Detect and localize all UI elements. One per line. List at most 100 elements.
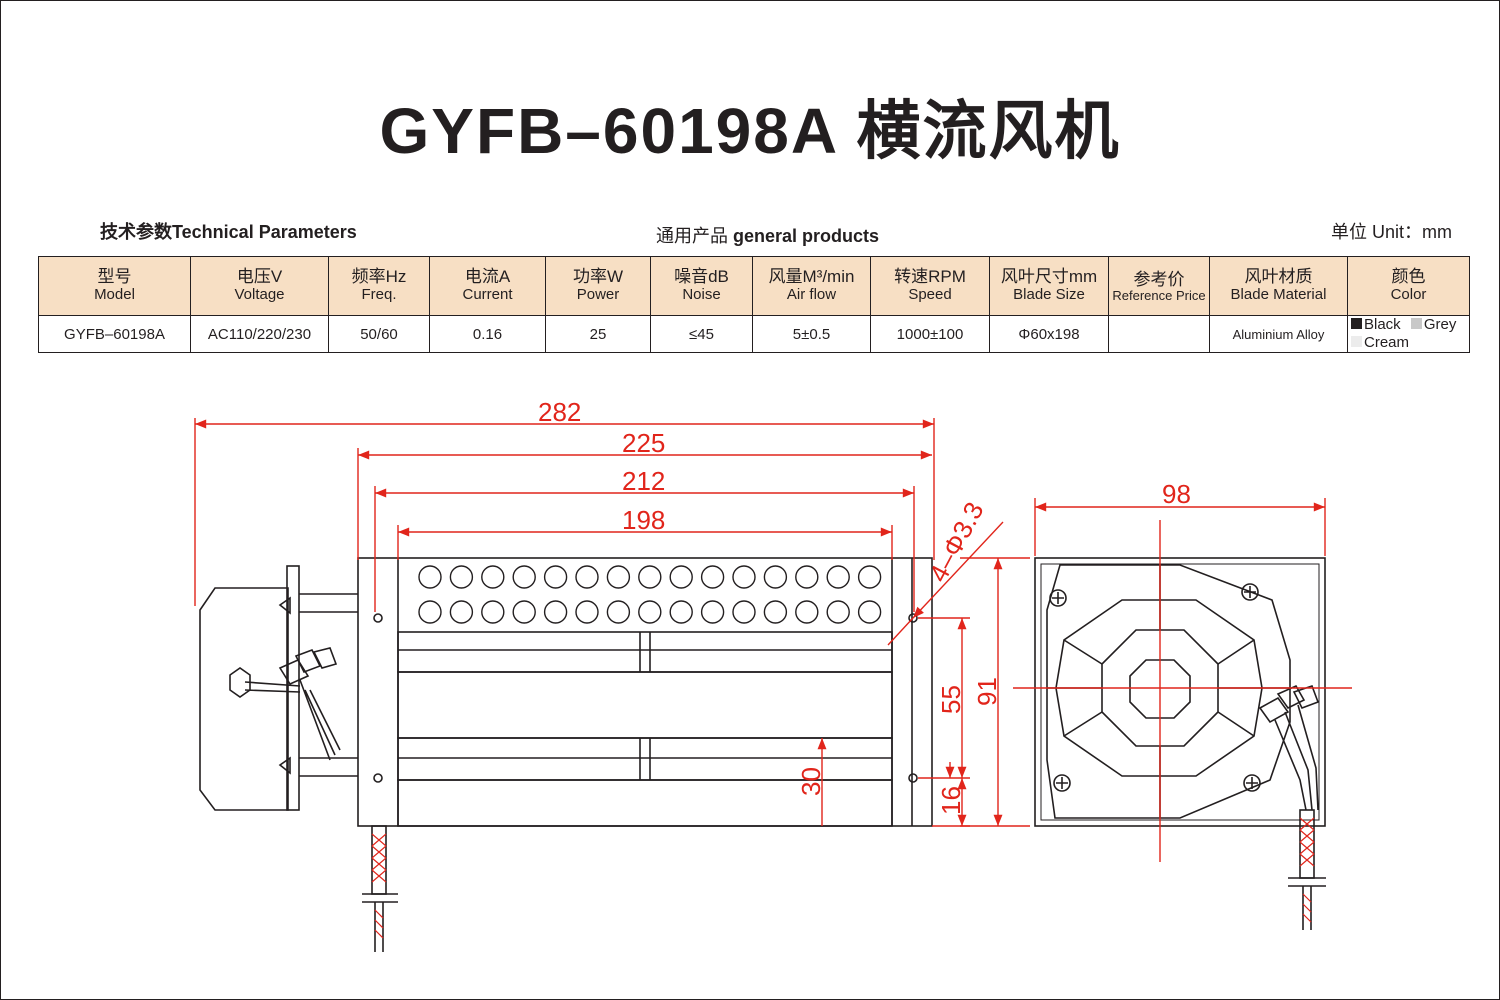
- cell-noise: ≤45: [650, 315, 753, 353]
- dim-hole: 4–Φ3.3: [923, 497, 990, 587]
- cell-blade-material: Aluminium Alloy: [1209, 315, 1348, 353]
- color-cream-label: Cream: [1364, 334, 1410, 351]
- dim-198: 198: [622, 505, 665, 535]
- screw-icon: [1243, 774, 1261, 792]
- blade-vanes: [418, 565, 882, 624]
- unit-cn: 单位: [1331, 222, 1367, 242]
- cell-color: Black Grey Cream: [1347, 315, 1470, 353]
- color-black-label: Black: [1364, 316, 1401, 333]
- blade-vane: [512, 600, 536, 624]
- cell-current: 0.16: [429, 315, 546, 353]
- general-products-cn: 通用产品: [656, 226, 728, 246]
- side-frame-outline: [1046, 564, 1291, 819]
- blade-vane: [575, 600, 599, 624]
- blade-vane: [857, 600, 882, 624]
- dim-98: 98: [1162, 479, 1191, 509]
- motor-shaft-rails: [299, 593, 358, 777]
- unit-en: Unit：mm: [1372, 222, 1453, 242]
- dim-55: 55: [936, 685, 966, 714]
- blade-vane: [638, 600, 662, 624]
- blade-vane: [512, 565, 536, 589]
- blade-vane: [669, 600, 693, 624]
- blade-vane: [606, 600, 631, 624]
- blade-vane: [481, 565, 505, 589]
- dim-91: 91: [972, 677, 1002, 706]
- swatch-black: [1351, 318, 1362, 329]
- blade-vane: [638, 565, 662, 589]
- front-dimensions: [194, 418, 1030, 827]
- side-octagon-mid: [1101, 629, 1219, 747]
- dim-30: 30: [796, 767, 826, 796]
- unit-label: 单位 Unit：mm: [1331, 218, 1452, 244]
- wire-connector: [229, 667, 251, 698]
- blade-vane: [669, 565, 693, 589]
- mount-hole: [373, 773, 383, 783]
- cell-model: GYFB–60198A: [38, 315, 191, 353]
- motor-wires: [244, 679, 341, 761]
- cell-voltage: AC110/220/230: [190, 315, 329, 353]
- dim-282: 282: [538, 397, 581, 427]
- blade-vane: [449, 565, 474, 589]
- blade-vane: [732, 600, 756, 624]
- page-title: GYFB–60198A 横流风机: [379, 95, 1121, 167]
- color-grey-label: Grey: [1423, 316, 1457, 333]
- motor-flange: [286, 565, 300, 811]
- general-products-label: 通用产品 general products: [656, 222, 879, 248]
- dim-212: 212: [622, 466, 665, 496]
- motor-housing: [199, 587, 289, 811]
- blade-vane: [795, 600, 819, 624]
- screw-icon: [1049, 589, 1067, 607]
- swatch-grey: [1410, 318, 1422, 329]
- blade-vane: [826, 600, 850, 624]
- blade-vane: [575, 565, 599, 589]
- tech-params-cn: 技术参数: [100, 222, 172, 242]
- dim-16: 16: [936, 786, 966, 815]
- side-wires: [1274, 704, 1319, 811]
- cell-reference-price: [1108, 315, 1210, 353]
- tech-params-label: 技术参数Technical Parameters: [100, 218, 357, 244]
- side-octagon-inner: [1129, 659, 1191, 719]
- blade-vane: [763, 565, 788, 589]
- blade-vane: [700, 565, 725, 589]
- fan-body: [357, 557, 933, 827]
- cell-airflow: 5±0.5: [752, 315, 871, 353]
- blade-vane: [857, 565, 882, 589]
- blade-vane: [795, 565, 819, 589]
- mount-hole: [373, 613, 383, 623]
- screw-icon: [1241, 583, 1259, 601]
- swatch-cream: [1351, 336, 1362, 347]
- blade-vane: [763, 600, 788, 624]
- blade-vane: [732, 565, 756, 589]
- blade-vane: [826, 565, 850, 589]
- front-view: [199, 557, 933, 952]
- table-row: GYFB–60198A AC110/220/230 50/60 0.16 25 …: [38, 315, 1470, 353]
- side-octagon-outer: [1055, 599, 1263, 777]
- blade-vane: [543, 600, 568, 624]
- blade-vane: [418, 565, 442, 589]
- blade-vane: [418, 600, 442, 624]
- dim-225: 225: [622, 428, 665, 458]
- blade-vane: [700, 600, 725, 624]
- cell-power: 25: [545, 315, 651, 353]
- cell-speed: 1000±100: [870, 315, 990, 353]
- blade-vane: [449, 600, 474, 624]
- blade-vane: [543, 565, 568, 589]
- side-view: [1034, 557, 1326, 930]
- blade-vane: [606, 565, 631, 589]
- side-housing: [1034, 557, 1326, 827]
- screw-icon: [1053, 774, 1071, 792]
- side-dimensions: [1013, 498, 1352, 862]
- tech-params-en: Technical Parameters: [172, 222, 357, 242]
